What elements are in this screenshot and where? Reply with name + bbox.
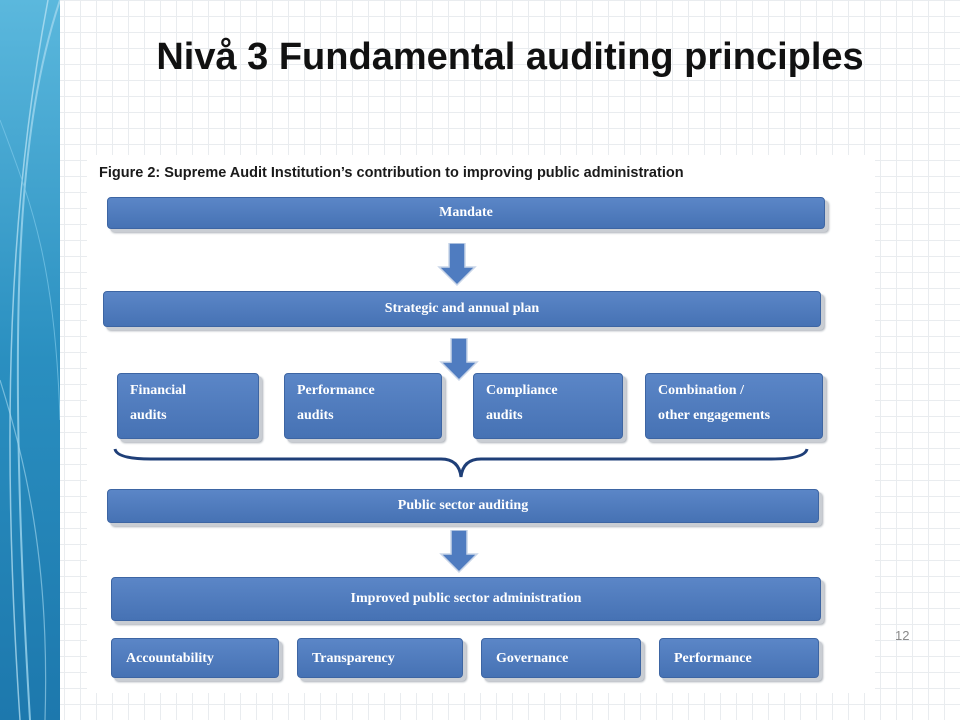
audit-type-box-financial: Financial audits <box>117 373 259 439</box>
outcome-box-governance: Governance <box>481 638 641 678</box>
grouping-brace <box>113 448 809 478</box>
audit-type-line: audits <box>297 408 334 423</box>
improved-administration-box: Improved public sector administration <box>111 577 821 621</box>
outcome-label: Transparency <box>312 650 395 666</box>
figure-caption: Figure 2: Supreme Audit Institution’s co… <box>99 165 684 181</box>
mandate-box: Mandate <box>107 197 825 229</box>
outcome-label: Governance <box>496 650 569 666</box>
outcome-label: Accountability <box>126 650 214 666</box>
audit-type-box-compliance: Compliance audits <box>473 373 623 439</box>
page-number: 12 <box>895 628 910 643</box>
down-arrow-icon <box>439 338 479 382</box>
strategic-plan-box: Strategic and annual plan <box>103 291 821 327</box>
audit-type-box-combination: Combination / other engagements <box>645 373 823 439</box>
left-decorative-band <box>0 0 60 720</box>
audit-type-line: Performance <box>297 383 375 398</box>
strategic-plan-label: Strategic and annual plan <box>384 301 540 316</box>
audit-diagram: Figure 2: Supreme Audit Institution’s co… <box>87 155 875 693</box>
down-arrow-icon <box>437 243 477 287</box>
slide-title: Nivå 3 Fundamental auditing principles <box>156 36 864 78</box>
mandate-label: Mandate <box>439 205 493 220</box>
audit-type-line: Compliance <box>486 383 558 398</box>
outcome-label: Performance <box>674 650 752 666</box>
outcome-box-transparency: Transparency <box>297 638 463 678</box>
outcome-box-accountability: Accountability <box>111 638 279 678</box>
audit-type-line: Combination / <box>658 383 744 398</box>
public-sector-auditing-label: Public sector auditing <box>397 498 529 513</box>
audit-type-line: audits <box>130 408 167 423</box>
public-sector-auditing-box: Public sector auditing <box>107 489 819 523</box>
outcome-box-performance: Performance <box>659 638 819 678</box>
improved-administration-label: Improved public sector administration <box>350 591 582 606</box>
down-arrow-icon <box>439 530 479 574</box>
audit-type-line: audits <box>486 408 523 423</box>
audit-type-box-performance: Performance audits <box>284 373 442 439</box>
audit-type-line: Financial <box>130 383 187 398</box>
audit-type-line: other engagements <box>658 408 771 423</box>
